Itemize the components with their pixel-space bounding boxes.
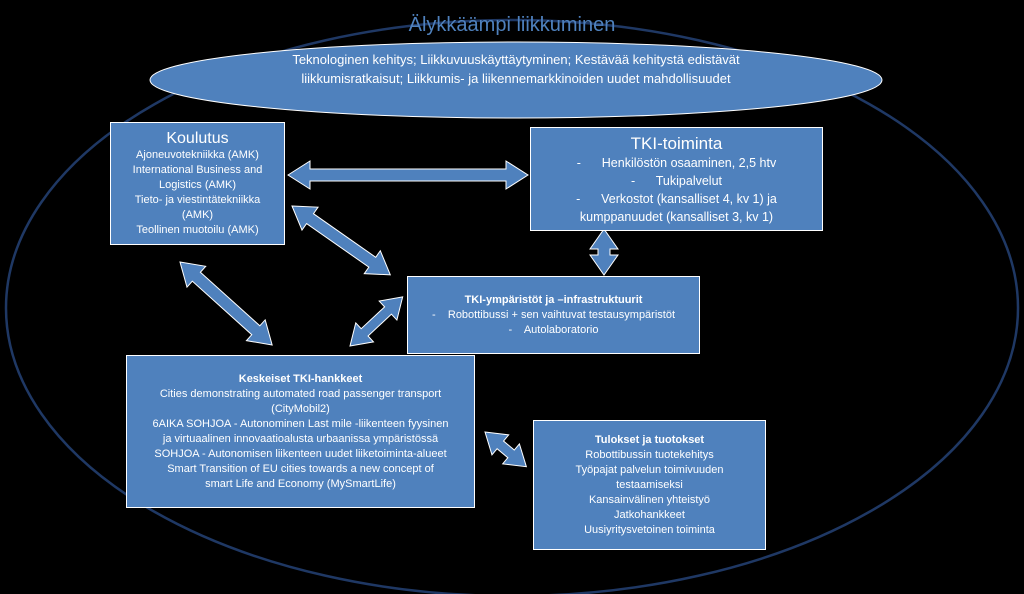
keskeiset-hankkeet-line: Smart Transition of EU cities towards a … [167, 462, 434, 475]
outer-ellipse [4, 18, 1020, 594]
arrow-tki-ymparistot [589, 228, 619, 276]
tki-toiminta-line: kumppanuudet (kansalliset 3, kv 1) [579, 209, 774, 224]
arrow-hankkeet-ymparistot [349, 296, 404, 347]
keskeiset-hankkeet-box: Keskeiset TKI-hankkeet Cities demonstrat… [126, 355, 475, 508]
tulokset-box: Tulokset ja tuotokset Robottibussin tuot… [533, 420, 766, 550]
tki-toiminta-heading: TKI-toiminta [630, 133, 723, 153]
keskeiset-hankkeet-line: 6AIKA SOHJOA - Autonominen Last mile -li… [152, 417, 449, 430]
keskeiset-hankkeet-line: (CityMobil2) [271, 402, 330, 415]
banner-line: Teknologinen kehitys; Liikkuvuuskäyttäyt… [292, 52, 684, 67]
koulutus-line: Ajoneuvotekniikka (AMK) [136, 149, 259, 161]
banner-line: mahdollisuudet [643, 71, 731, 86]
arrow-hankkeet-tulokset [484, 431, 528, 468]
keskeiset-hankkeet-line: smart Life and Economy (MySmartLife) [205, 477, 396, 490]
banner-ellipse [149, 41, 883, 119]
keskeiset-hankkeet-line: SOHJOA - Autonomisen liikenteen uudet li… [154, 447, 447, 460]
keskeiset-hankkeet-line: Cities demonstrating automated road pass… [159, 387, 442, 400]
arrow-koulutus-hankkeet [179, 261, 273, 346]
banner-text: Teknologinen kehitys; Liikkuvuuskäyttäyt… [268, 50, 764, 88]
tki-toiminta-line: - Verkostot (kansalliset 4, kv 1) ja [576, 191, 777, 206]
arrow-koulutus-ymparistot [291, 205, 392, 276]
tki-ymparistot-heading: TKI-ympäristöt ja –infrastruktuurit [464, 293, 643, 306]
keskeiset-hankkeet-line: ja virtuaalinen innovaatioalusta urbaani… [162, 432, 439, 445]
tki-ymparistot-box: TKI-ympäristöt ja –infrastruktuurit - Ro… [407, 276, 700, 354]
tki-toiminta-line: - Tukipalvelut [630, 173, 722, 188]
tulokset-line: testaamiseksi [616, 478, 683, 491]
keskeiset-hankkeet-heading: Keskeiset TKI-hankkeet [238, 372, 363, 385]
tki-toiminta-box: TKI-toiminta - Henkilöstön osaaminen, 2,… [530, 127, 823, 231]
koulutus-line: Teollinen muotoilu (AMK) [136, 224, 259, 236]
tulokset-heading: Tulokset ja tuotokset [594, 433, 705, 446]
koulutus-line: International Business and [132, 164, 263, 176]
tulokset-line: Työpajat palvelun toimivuuden [575, 463, 724, 476]
koulutus-line: Tieto- ja viestintätekniikka [134, 194, 261, 206]
tulokset-line: Uusiyritysvetoinen toiminta [584, 523, 715, 536]
koulutus-heading: Koulutus [166, 130, 229, 147]
diagram-title: Älykkäämpi liikkuminen [408, 14, 616, 36]
tulokset-line: Jatkohankkeet [614, 508, 685, 521]
arrow-koulutus-tki [287, 160, 529, 190]
banner-line: edistävät liikkumisratkaisut; Liikkumis-… [301, 52, 740, 86]
koulutus-line: Logistics (AMK) [158, 179, 237, 191]
tki-ymparistot-line: - Autolaboratorio [508, 323, 599, 336]
koulutus-box: Koulutus Ajoneuvotekniikka (AMK) Interna… [110, 122, 285, 245]
tulokset-line: Robottibussin tuotekehitys [585, 448, 714, 461]
tki-toiminta-line: - Henkilöstön osaaminen, 2,5 htv [576, 155, 777, 170]
tulokset-line: Kansainvälinen yhteistyö [588, 493, 711, 506]
koulutus-line: (AMK) [181, 209, 214, 221]
tki-ymparistot-line: - Robottibussi + sen vaihtuvat testausym… [431, 308, 676, 321]
